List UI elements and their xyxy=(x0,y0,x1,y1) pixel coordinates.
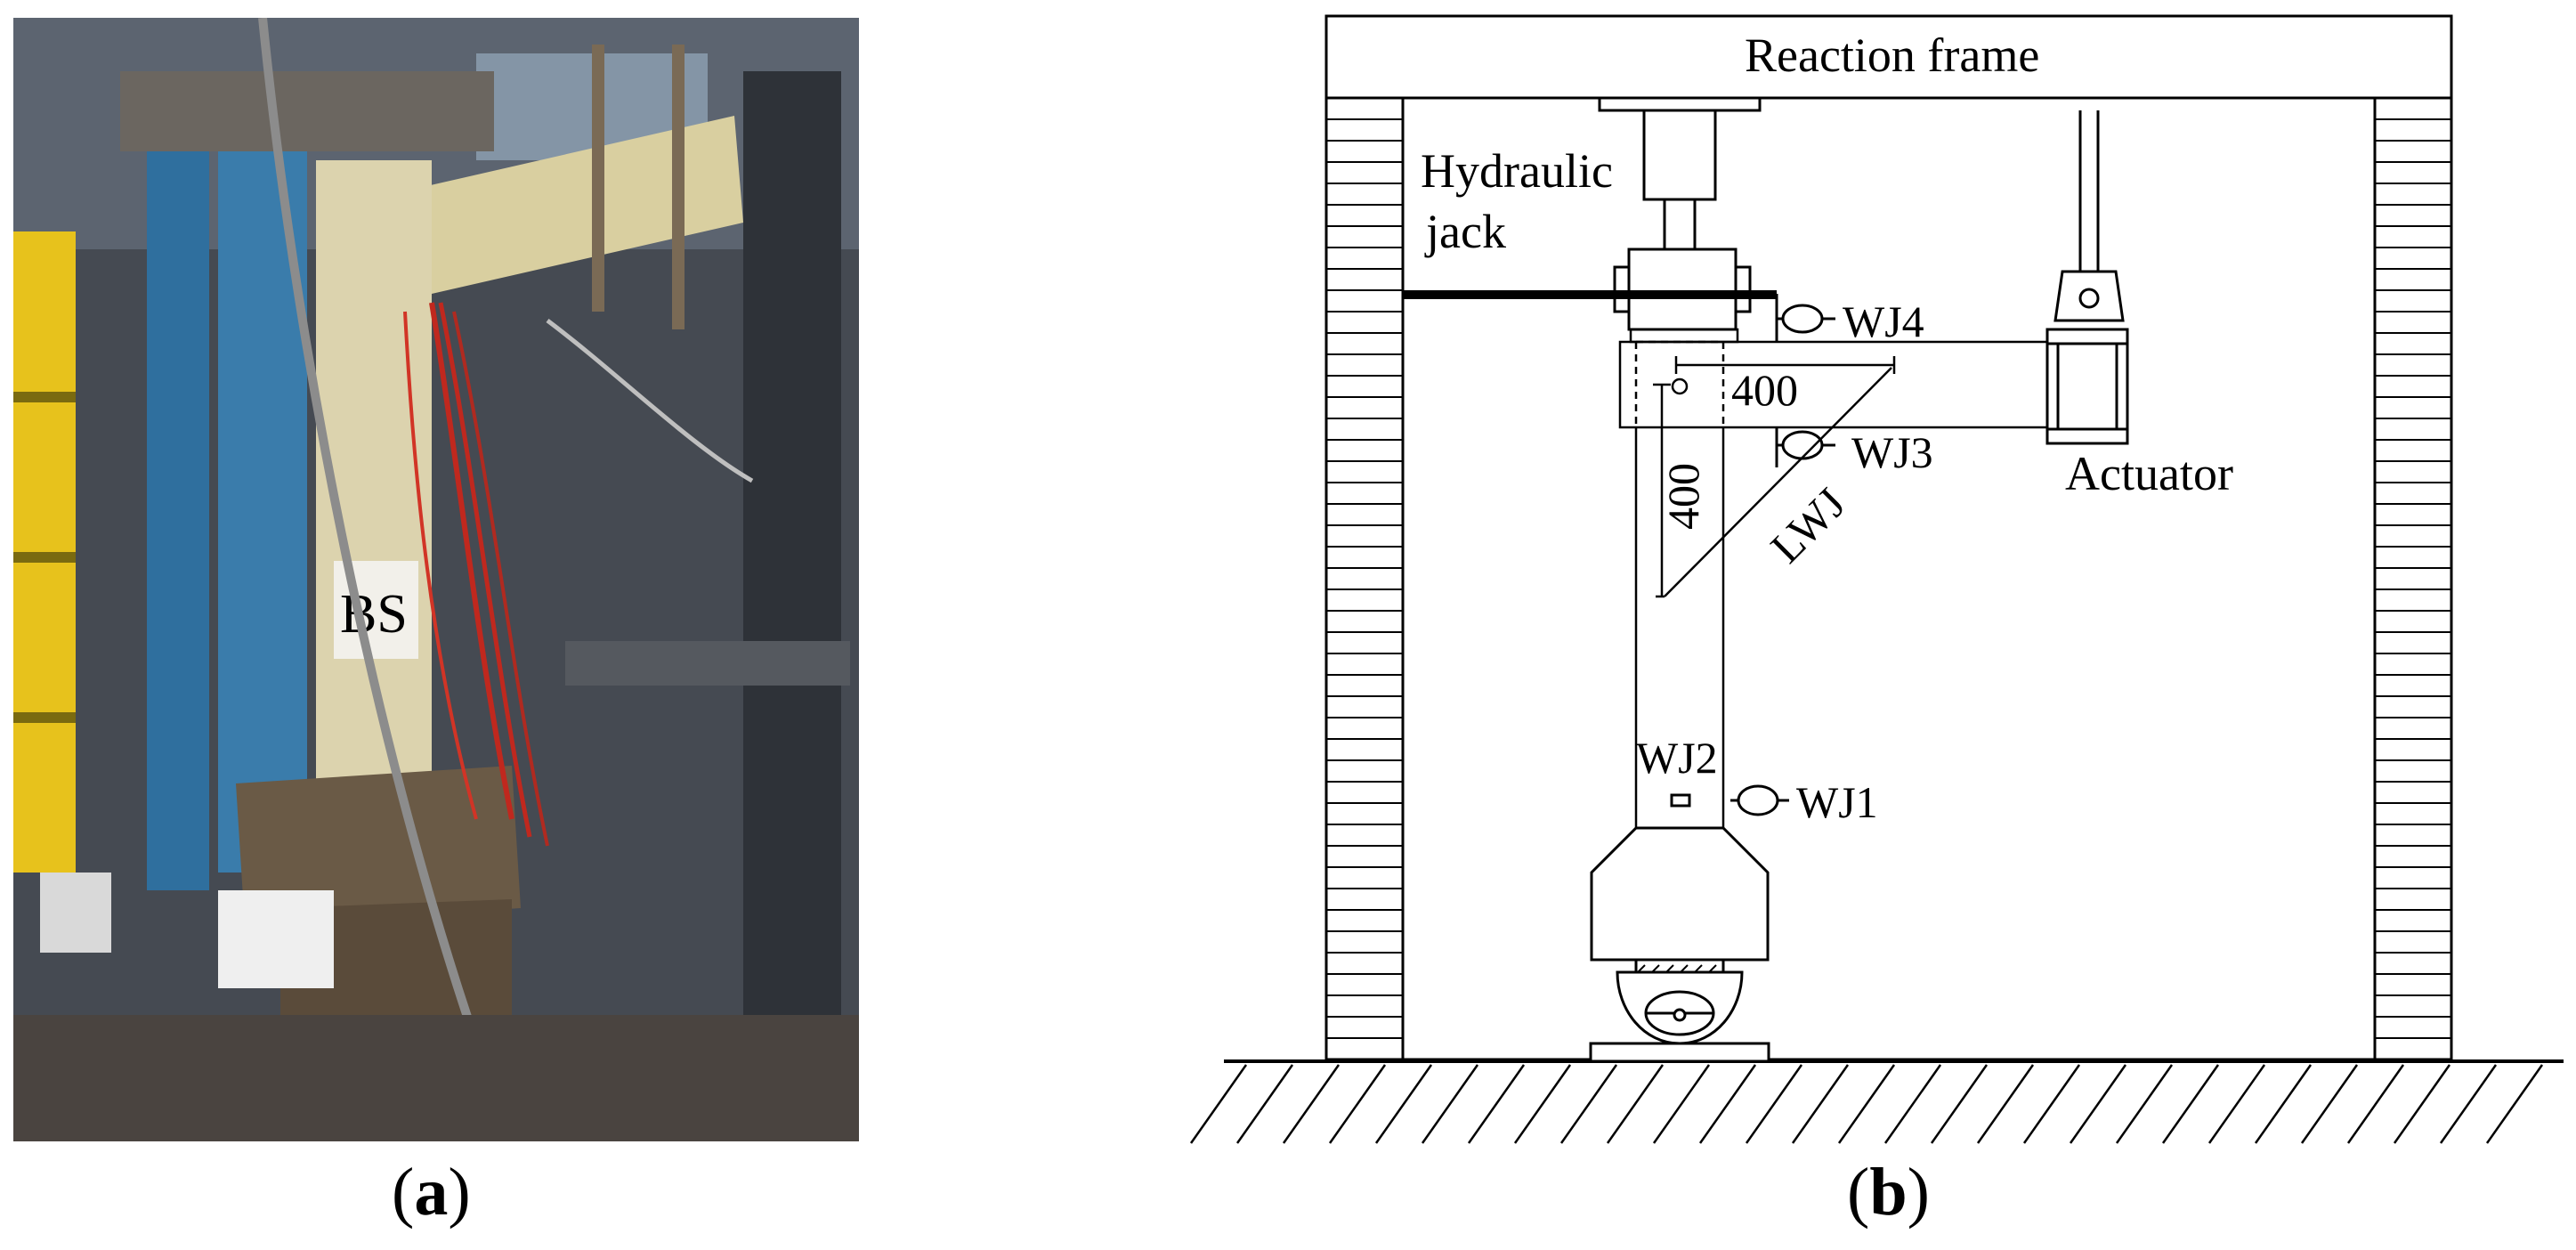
hinge-support xyxy=(1589,970,1770,1063)
caption-panel-a: (a) xyxy=(392,1155,471,1230)
wj4-transducer xyxy=(1775,294,1835,342)
photo-steel-frame-right xyxy=(743,71,841,1140)
ground-hatch-line xyxy=(1606,1064,1665,1144)
reaction-frame-top xyxy=(1324,14,2453,100)
footing-hatch xyxy=(1637,964,1717,973)
actuator xyxy=(2045,110,2129,445)
caption-panel-b: (b) xyxy=(1847,1155,1930,1230)
ground-hatch-line xyxy=(2022,1064,2081,1144)
ground-hatch-line xyxy=(1837,1064,1896,1144)
label-actuator: Actuator xyxy=(2065,447,2233,500)
ground-hatch-line xyxy=(1328,1064,1387,1144)
ground-hatch-line xyxy=(1559,1064,1618,1144)
beam-top-plate xyxy=(1629,328,1739,344)
ground-hatch-line xyxy=(2115,1064,2174,1144)
photo-top-beam xyxy=(120,71,494,151)
wj2-gauge xyxy=(1670,793,1691,808)
ground-hatch-line xyxy=(1883,1064,1942,1144)
ground-hatch-line xyxy=(1930,1064,1989,1144)
ground-hatch-line xyxy=(2254,1064,2313,1144)
lwj-diagonal-gauge xyxy=(1664,367,1892,597)
photo-wires xyxy=(429,302,514,820)
label-wj2: WJ2 xyxy=(1636,733,1718,783)
ground-hatch-line xyxy=(1745,1064,1803,1144)
ground-hatching xyxy=(1189,1064,2544,1144)
ground-hatch-line xyxy=(2393,1064,2451,1144)
ground-hatch-line xyxy=(2485,1064,2544,1144)
label-hydraulic-jack-line2: jack xyxy=(1424,205,1506,258)
label-wj1: WJ1 xyxy=(1796,777,1878,827)
ground-hatch-line xyxy=(1421,1064,1479,1144)
label-dim-vertical: 400 xyxy=(1658,463,1708,530)
ground-hatch-line xyxy=(1791,1064,1850,1144)
photo-wood-beam xyxy=(423,116,743,294)
ground-hatch-line xyxy=(2300,1064,2359,1144)
wj1-transducer xyxy=(1730,784,1789,816)
photo-floor xyxy=(13,1015,859,1141)
ground-hatch-line xyxy=(2439,1064,2498,1144)
photo-base-block xyxy=(236,766,521,926)
photo-cables xyxy=(258,18,516,1141)
ground-hatch-line xyxy=(2161,1064,2220,1144)
ground-hatch-line xyxy=(1467,1064,1526,1144)
photo-blue-steel xyxy=(147,89,209,890)
ground-hatch-line xyxy=(1976,1064,2035,1144)
ground-hatch-line xyxy=(2346,1064,2405,1144)
test-setup-photo: BS xyxy=(13,18,859,1141)
left-column-hatching xyxy=(1326,118,1403,1039)
ground-hatch-line xyxy=(1189,1064,1248,1144)
lwj-anchor-point xyxy=(1671,377,1689,395)
photo-illustration: BS xyxy=(13,18,859,1141)
column-footing xyxy=(1590,826,1770,974)
ground-hatch-line xyxy=(1282,1064,1341,1144)
ground-hatch-line xyxy=(1652,1064,1711,1144)
ground-hatch-line xyxy=(1513,1064,1572,1144)
label-lwj: LWJ xyxy=(1761,478,1855,572)
right-column-hatching xyxy=(2375,118,2451,1039)
label-wj3: WJ3 xyxy=(1851,427,1933,477)
label-reaction-frame: Reaction frame xyxy=(1745,28,2039,82)
specimen-beam-stub xyxy=(1618,340,2049,429)
ground-hatch-line xyxy=(2069,1064,2127,1144)
ground-hatch-line xyxy=(2207,1064,2266,1144)
jack-tie-rod xyxy=(1403,290,1777,299)
photo-foam-block xyxy=(218,890,334,988)
ground-hatch-line xyxy=(1698,1064,1757,1144)
label-hydraulic-jack-line1: Hydraulic xyxy=(1421,144,1613,198)
ground-hatch-line xyxy=(1374,1064,1433,1144)
label-dim-horizontal: 400 xyxy=(1731,365,1798,415)
ground-hatch-line xyxy=(1235,1064,1294,1144)
label-wj4: WJ4 xyxy=(1843,296,1924,346)
